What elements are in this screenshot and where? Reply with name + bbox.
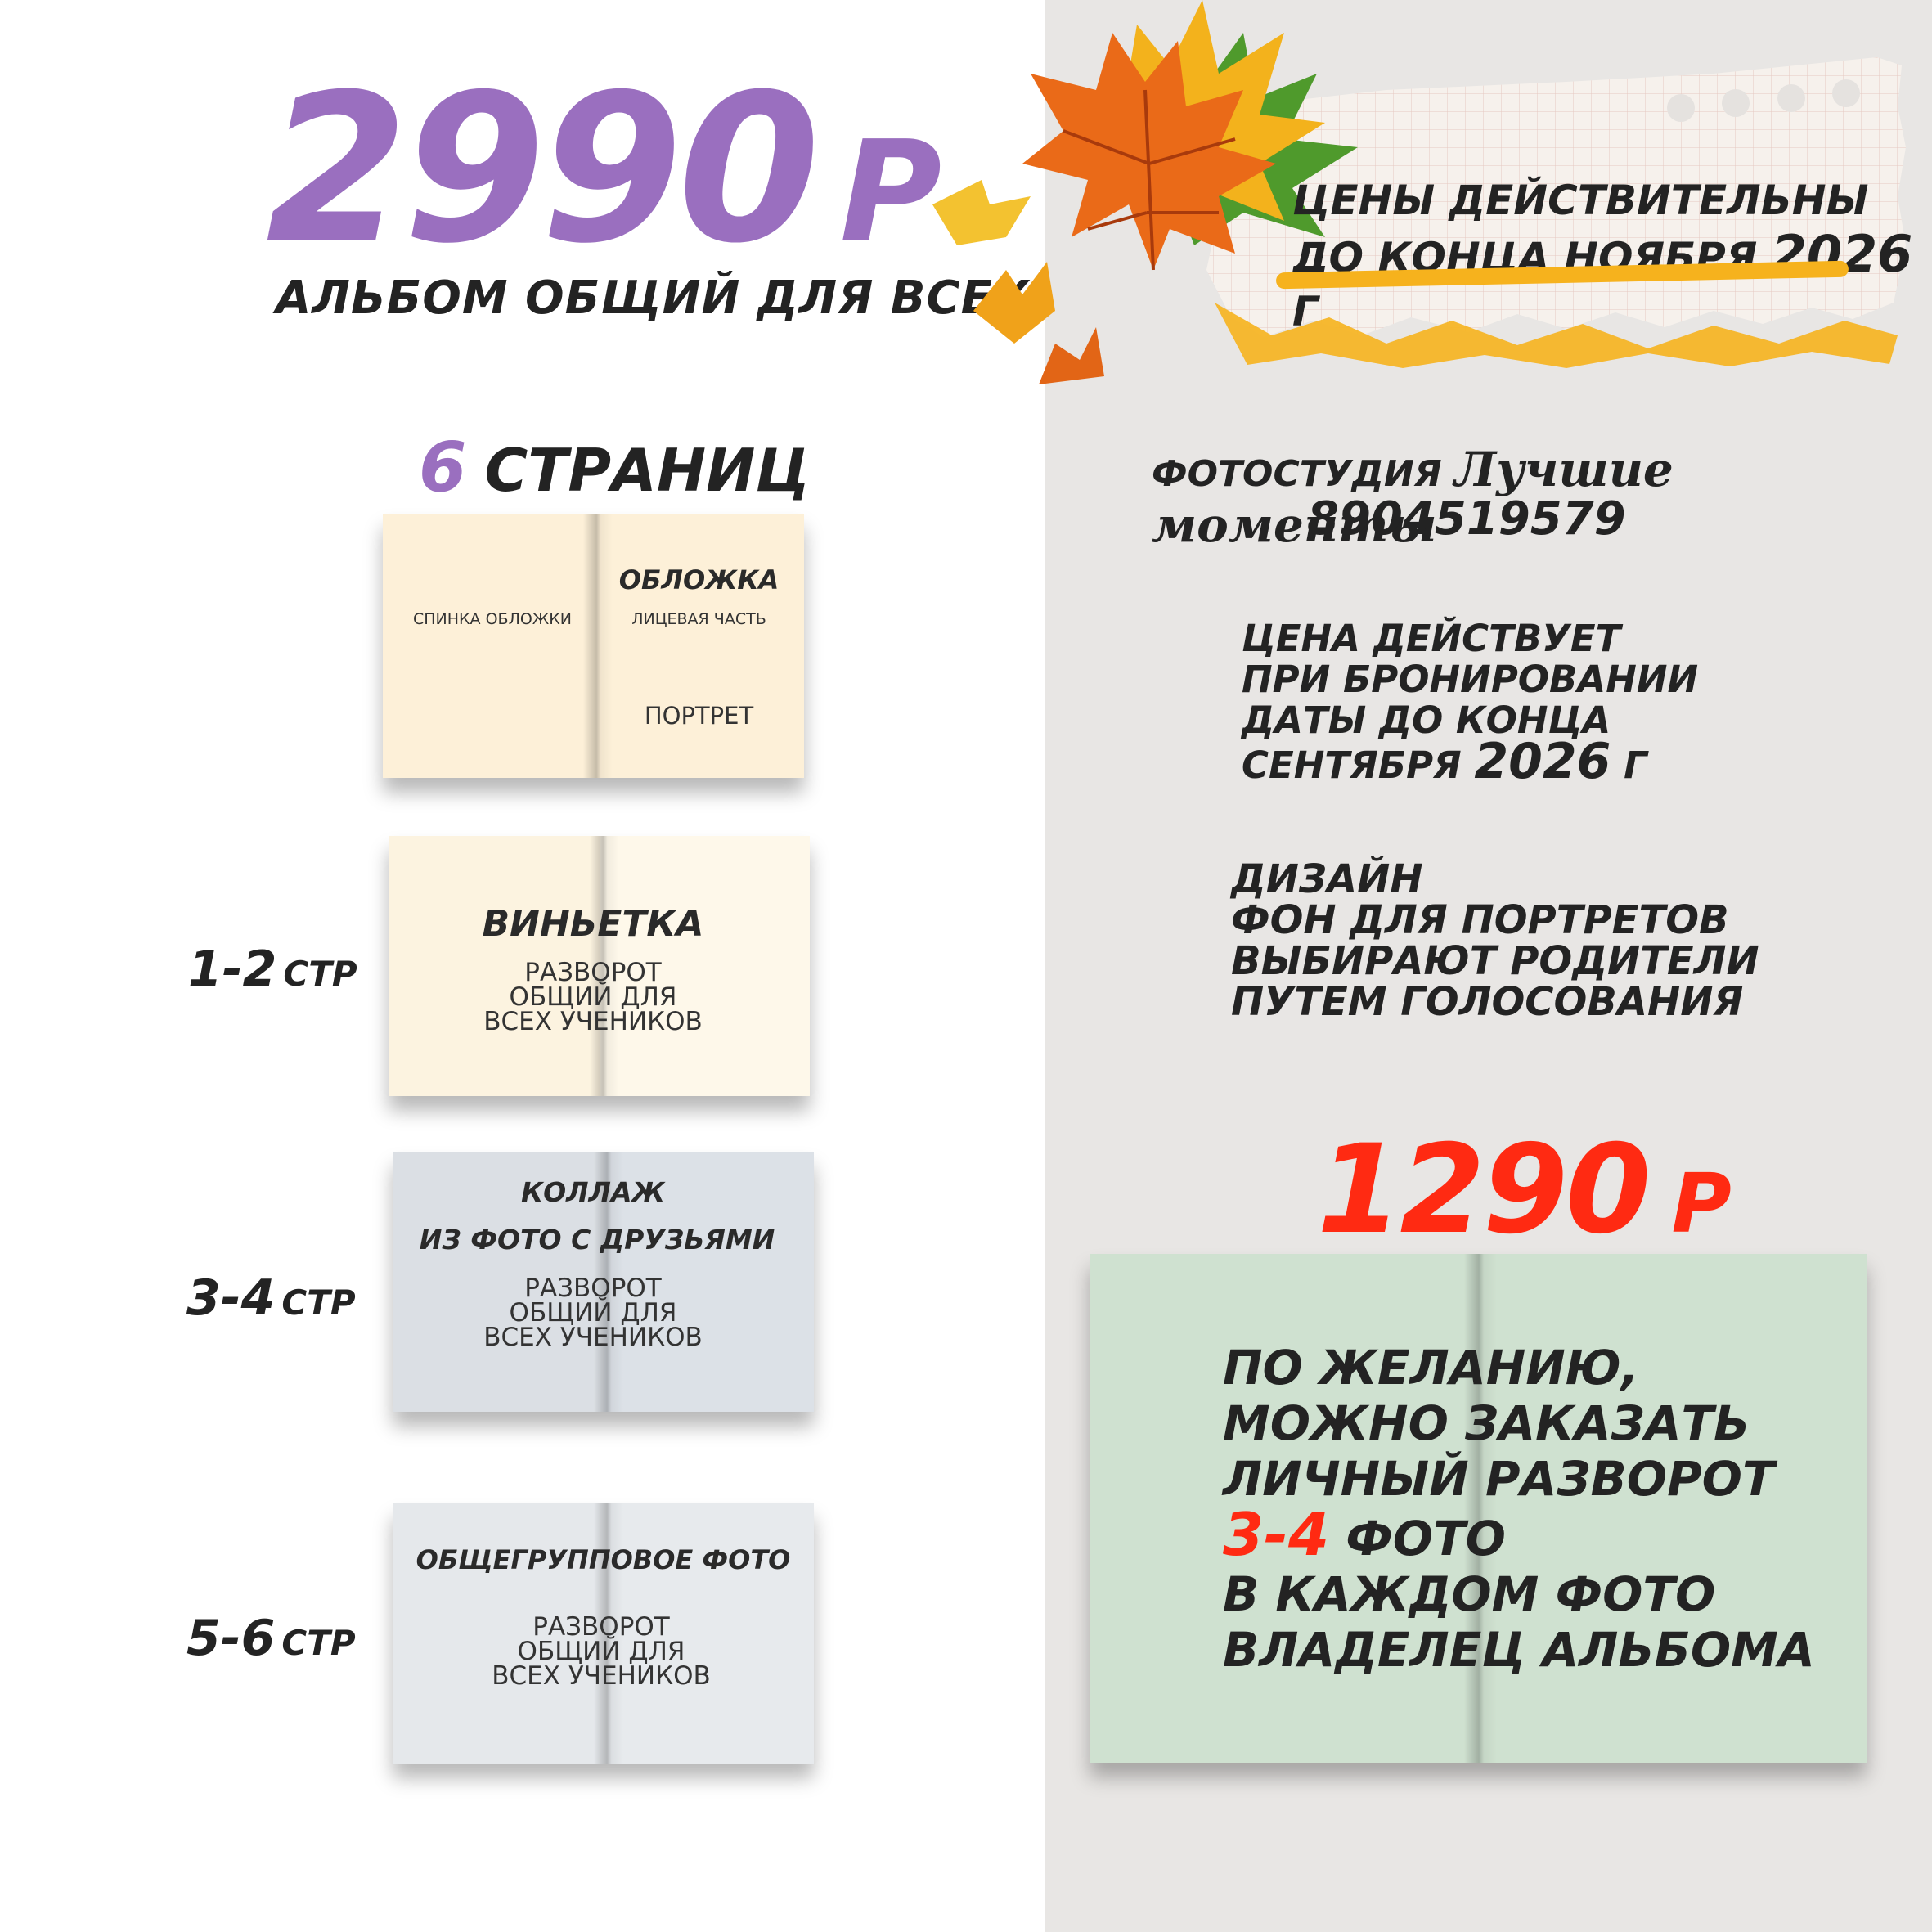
desc-line: ОБЩИЙ ДЛЯ <box>509 1298 677 1328</box>
main-price-value: 2990 <box>266 50 820 288</box>
design-line: ДИЗАЙН <box>1231 856 1423 902</box>
photo-count-suffix: ФОТО <box>1346 1511 1506 1566</box>
page-range: 5-6 <box>186 1610 276 1667</box>
cover-back-page <box>383 514 594 778</box>
booking-line: СЕНТЯБРЯ 2026 Г <box>1242 737 1698 787</box>
studio-name: ФОТОСТУДИЯ Лучшие моменты <box>1152 442 1932 553</box>
desc-line: РАЗВОРОТ <box>532 1612 670 1642</box>
album-caption: АЛЬБОМ ОБЩИЙ ДЛЯ ВСЕХ <box>276 272 1030 325</box>
page-unit: СТР <box>281 1283 356 1323</box>
photo-count: 3-4 <box>1223 1500 1330 1569</box>
desc-line: ОБЩИЙ ДЛЯ <box>509 982 677 1012</box>
studio-prefix: ФОТОСТУДИЯ <box>1152 453 1442 495</box>
page-range: 3-4 <box>186 1269 276 1327</box>
validity-year-suffix: Г <box>1292 288 1319 335</box>
price-validity-note: ЦЕНЫ ДЕЙСТВИТЕЛЬНЫ ДО КОНЦА НОЯБРЯ 2026 … <box>1292 173 1932 339</box>
booking-line: ДАТЫ ДО КОНЦА <box>1242 699 1611 742</box>
booking-month: СЕНТЯБРЯ <box>1242 744 1462 787</box>
cover-front-label: ЛИЦЕВАЯ ЧАСТЬ <box>631 610 766 628</box>
desc-line: РАЗВОРОТ <box>524 958 662 987</box>
page-unit: СТР <box>281 1623 356 1663</box>
cover-content: ПОРТРЕТ <box>644 702 754 730</box>
spine-fold <box>590 836 619 1096</box>
extra-line: 3-4 ФОТО <box>1223 1505 1815 1566</box>
spread-description: РАЗВОРОТ ОБЩИЙ ДЛЯ ВСЕХ УЧЕНИКОВ <box>393 1276 793 1350</box>
studio-phone[interactable]: 8904519579 <box>1307 492 1626 546</box>
page-unit: СТР <box>283 954 357 994</box>
booking-line: ПРИ БРОНИРОВАНИИ <box>1242 658 1699 701</box>
cover-spread: СПИНКА ОБЛОЖКИ ОБЛОЖКА ЛИЦЕВАЯ ЧАСТЬ ПОР… <box>383 514 804 778</box>
cover-front-page <box>594 514 804 778</box>
spread-3-4: КОЛЛАЖ ИЗ ФОТО С ДРУЗЬЯМИ РАЗВОРОТ ОБЩИЙ… <box>393 1152 814 1412</box>
spine-fold <box>594 1503 623 1764</box>
studio-brand: Лучшие моменты <box>1152 442 1674 553</box>
desc-line: ВСЕХ УЧЕНИКОВ <box>492 1661 711 1691</box>
cover-back-label: СПИНКА ОБЛОЖКИ <box>413 610 572 628</box>
spine-fold <box>583 514 613 778</box>
cover-title: ОБЛОЖКА <box>618 564 780 595</box>
spread-description: РАЗВОРОТ ОБЩИЙ ДЛЯ ВСЕХ УЧЕНИКОВ <box>389 958 798 1036</box>
main-price-currency: Р <box>839 111 942 273</box>
spread-title: КОЛЛАЖ <box>521 1176 665 1208</box>
desc-line: ВСЕХ УЧЕНИКОВ <box>483 1323 703 1352</box>
page-range: 1-2 <box>188 941 277 998</box>
booking-note: ЦЕНА ДЕЙСТВУЕТ ПРИ БРОНИРОВАНИИ ДАТЫ ДО … <box>1242 617 1699 787</box>
desc-line: ОБЩИЙ ДЛЯ <box>517 1637 685 1666</box>
extra-line: ПО ЖЕЛАНИЮ, <box>1223 1340 1639 1395</box>
spine-fold <box>1464 1254 1497 1763</box>
personal-spread-text: ПО ЖЕЛАНИЮ, МОЖНО ЗАКАЗАТЬ ЛИЧНЫЙ РАЗВОР… <box>1223 1340 1815 1678</box>
spread-title: ОБЩЕГРУППОВОЕ ФОТО <box>416 1544 791 1575</box>
autumn-leaves-icon <box>932 0 1358 384</box>
personal-spread <box>1090 1254 1867 1763</box>
design-note: ДИЗАЙН ФОН ДЛЯ ПОРТРЕТОВ ВЫБИРАЮТ РОДИТЕ… <box>1231 859 1759 1022</box>
design-line: ВЫБИРАЮТ РОДИТЕЛИ <box>1231 938 1759 984</box>
extra-line: В КАЖДОМ ФОТО <box>1223 1566 1716 1622</box>
desc-line: ВСЕХ УЧЕНИКОВ <box>483 1007 703 1036</box>
spread-title: ВИНЬЕТКА <box>482 903 704 945</box>
spread-description: РАЗВОРОТ ОБЩИЙ ДЛЯ ВСЕХ УЧЕНИКОВ <box>393 1612 810 1691</box>
desc-line: РАЗВОРОТ <box>524 1274 662 1303</box>
design-line: ПУТЕМ ГОЛОСОВАНИЯ <box>1231 979 1744 1025</box>
spread-subtitle: ИЗ ФОТО С ДРУЗЬЯМИ <box>419 1224 775 1256</box>
booking-year-suffix: Г <box>1624 744 1647 787</box>
extra-price-value: 1290 <box>1317 1119 1651 1261</box>
spread-5-6: ОБЩЕГРУППОВОЕ ФОТО РАЗВОРОТ ОБЩИЙ ДЛЯ ВС… <box>393 1503 814 1764</box>
extra-line: ЛИЧНЫЙ РАЗВОРОТ <box>1223 1451 1775 1507</box>
validity-line-1: ЦЕНЫ ДЕЙСТВИТЕЛЬНЫ <box>1292 177 1869 224</box>
pages-count: 6 <box>419 427 467 507</box>
spine-fold <box>594 1152 623 1412</box>
booking-line: ЦЕНА ДЕЙСТВУЕТ <box>1242 617 1621 660</box>
design-line: ФОН ДЛЯ ПОРТРЕТОВ <box>1231 897 1729 943</box>
spread-1-2: ВИНЬЕТКА РАЗВОРОТ ОБЩИЙ ДЛЯ ВСЕХ УЧЕНИКО… <box>389 836 810 1096</box>
extra-line: ВЛАДЕЛЕЦ АЛЬБОМА <box>1223 1622 1815 1678</box>
booking-year: 2026 <box>1474 733 1611 790</box>
extra-price-currency: Р <box>1671 1156 1732 1251</box>
extra-line: МОЖНО ЗАКАЗАТЬ <box>1223 1395 1750 1451</box>
pages-label: СТРАНИЦ <box>484 436 811 505</box>
